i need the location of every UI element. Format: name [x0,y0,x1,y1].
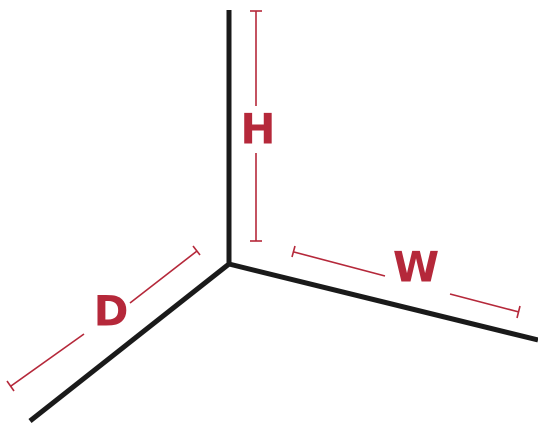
width-dim-line-right [449,293,520,313]
depth-dim-line-lower [10,333,85,387]
depth-dim-line-upper [129,250,198,304]
depth-label: D [94,287,129,336]
width-label: W [393,243,439,292]
depth-axis-line [28,262,231,423]
width-dim-line-left [293,251,386,277]
width-axis-line [228,261,538,343]
height-label: H [240,105,275,154]
width-dimension: W [291,243,521,319]
height-dimension: H [240,10,276,242]
depth-dimension: D [6,245,201,392]
width-dim-tick-left [291,245,296,258]
width-dim-tick-right [516,305,521,319]
depth-dim-tick-lower [6,380,15,392]
